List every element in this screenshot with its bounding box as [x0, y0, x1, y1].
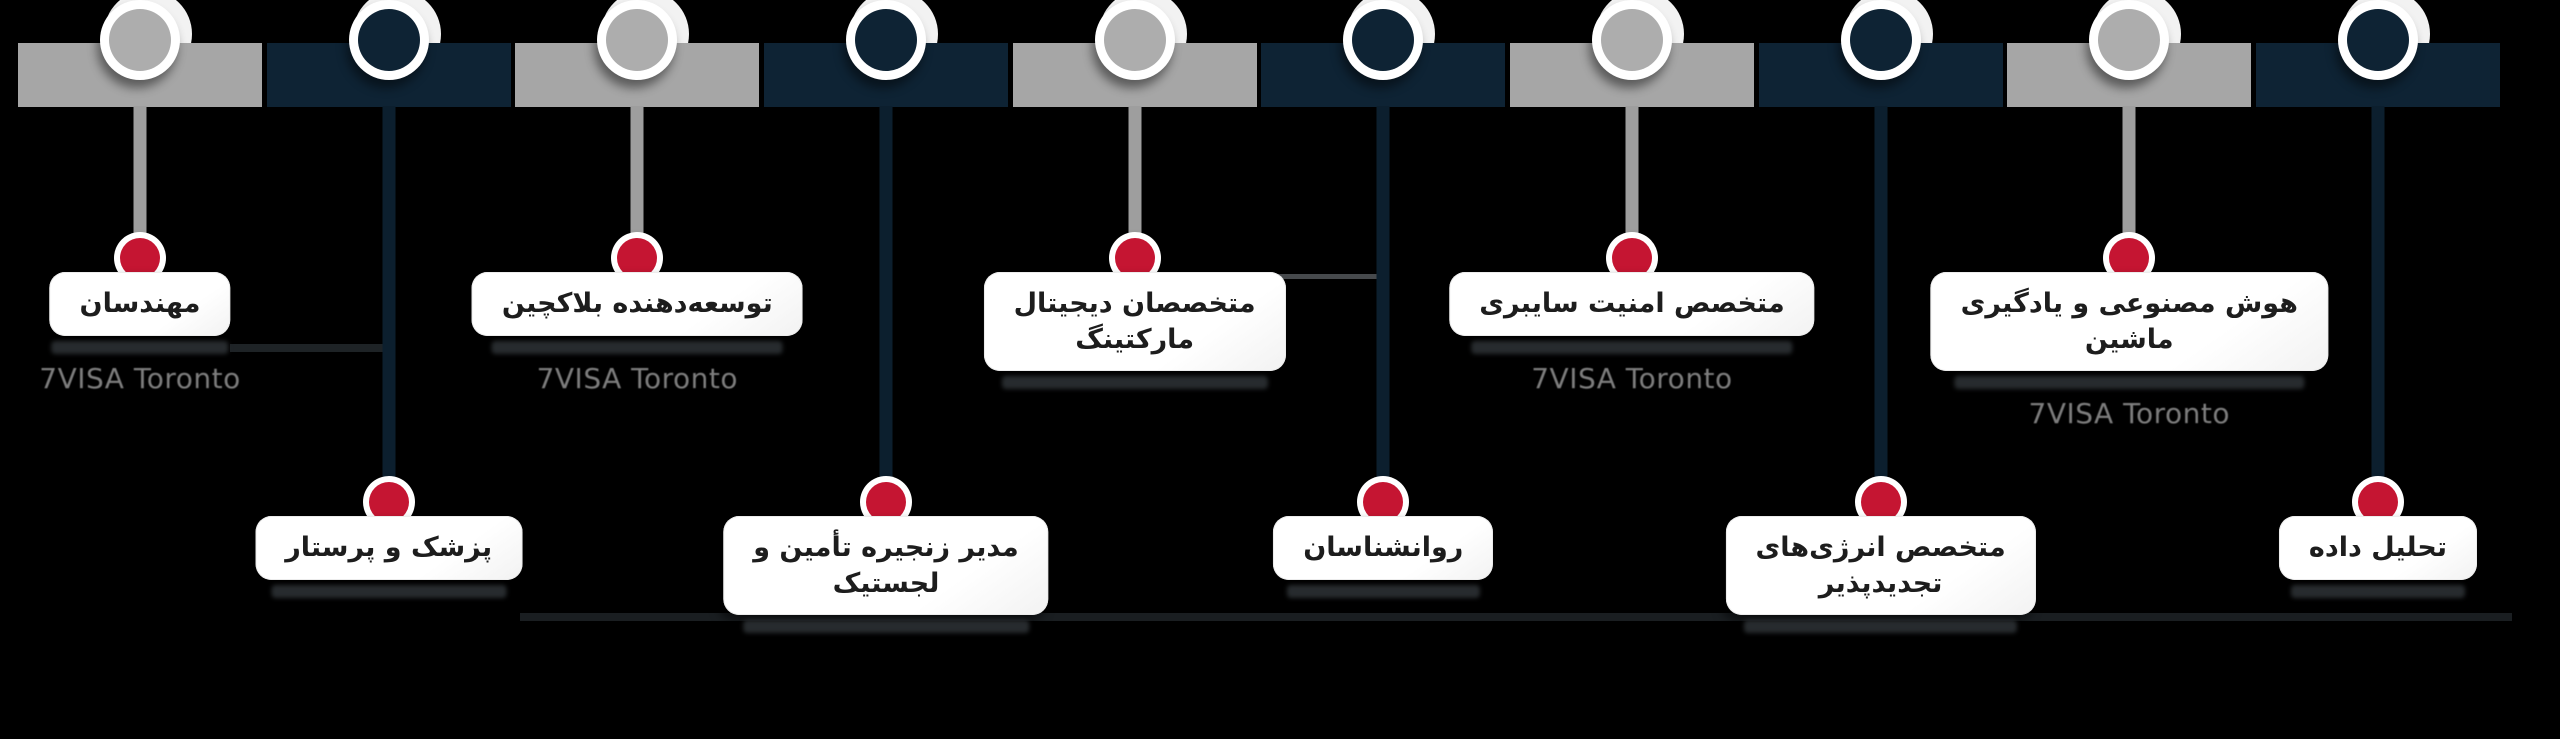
connector-line — [133, 106, 147, 236]
timeline-node-circle — [1094, 0, 1175, 80]
timeline-item: هوش مصنوعی و یادگیری ماشین 7VISA Toronto — [1930, 0, 2328, 739]
timeline-node-inner — [606, 9, 669, 71]
watermark-text: 7VISA Toronto — [536, 361, 739, 395]
job-card: روانشناسان — [1273, 516, 1494, 580]
connector-line — [1376, 106, 1390, 480]
timeline-item: روانشناسان — [1259, 0, 1507, 739]
job-card: تحلیل داده — [2278, 516, 2477, 580]
milestone-dot-inner — [617, 238, 658, 278]
connector-line — [1625, 106, 1639, 236]
timeline-node-circle — [2089, 0, 2170, 80]
timeline-item: متخصص امنیت سایبری 7VISA Toronto — [1449, 0, 1815, 739]
job-card-label: متخصص انرژی‌های تجدیدپذیر — [1755, 532, 2006, 599]
timeline-item: متخصص انرژی‌های تجدیدپذیر — [1725, 0, 2036, 739]
watermark-text: 7VISA Toronto — [2028, 397, 2230, 431]
milestone-dot-inner — [1114, 238, 1155, 278]
milestone-dot-inner — [120, 238, 160, 278]
card-shadow — [1286, 584, 1481, 598]
connector-line — [2122, 106, 2136, 236]
milestone-dot-inner — [2109, 238, 2150, 278]
timeline-node-circle — [2337, 0, 2418, 80]
milestone-dot-inner — [368, 482, 409, 522]
card-shadow — [1954, 376, 2305, 390]
card-shadow — [271, 584, 507, 598]
watermark-text: 7VISA Toronto — [1531, 361, 1733, 395]
card-column: متخصص انرژی‌های تجدیدپذیر — [1725, 516, 2036, 634]
job-card: مهندسان — [49, 272, 231, 336]
watermark-text: 7VISA Toronto — [39, 361, 241, 395]
decor-line-card5 — [1268, 274, 1388, 279]
timeline-node-circle — [845, 0, 926, 80]
job-card-label: مهندسان — [79, 288, 201, 319]
job-card-label: متخصصان دیجیتال مارکتینگ — [1013, 288, 1256, 355]
timeline-node-inner — [357, 9, 420, 71]
job-card-label: توسعه‌دهنده بلاکچین — [501, 288, 773, 319]
job-card: هوش مصنوعی و یادگیری ماشین — [1930, 272, 2328, 372]
connector-line — [1128, 106, 1142, 236]
timeline-item: تحلیل داده — [2254, 0, 2502, 739]
timeline-item: مدیر زنجیره تأمین و لجستیک — [723, 0, 1049, 739]
card-column: متخصصان دیجیتال مارکتینگ — [983, 272, 1286, 390]
timeline-item: پزشک و پرستار — [255, 0, 523, 739]
milestone-dot-inner — [2357, 482, 2398, 522]
card-column: توسعه‌دهنده بلاکچین 7VISA Toronto — [471, 272, 803, 395]
card-column: تحلیل داده — [2278, 516, 2477, 598]
timeline-node-inner — [2346, 9, 2409, 71]
job-card-label: تحلیل داده — [2308, 532, 2447, 563]
card-column: پزشک و پرستار — [255, 516, 523, 598]
job-card: پزشک و پرستار — [255, 516, 523, 580]
timeline-node-inner — [2098, 9, 2161, 71]
timeline-node-inner — [1849, 9, 1912, 71]
connector-line — [1874, 106, 1888, 480]
job-card-label: پزشک و پرستار — [285, 532, 493, 563]
job-card-label: هوش مصنوعی و یادگیری ماشین — [1960, 288, 2298, 355]
timeline-node-circle — [1840, 0, 1921, 80]
timeline-node-circle — [348, 0, 429, 80]
timeline-node-circle — [597, 0, 678, 80]
timeline-node-inner — [854, 9, 917, 71]
timeline-node-circle — [1343, 0, 1424, 80]
card-shadow — [742, 620, 1030, 634]
milestone-dot-inner — [865, 482, 906, 522]
card-shadow — [1471, 340, 1793, 354]
timeline-node-inner — [109, 9, 171, 71]
card-shadow — [1001, 376, 1268, 390]
card-column: مدیر زنجیره تأمین و لجستیک — [723, 516, 1049, 634]
milestone-dot-inner — [1363, 482, 1404, 522]
timeline-item: مهندسان 7VISA Toronto — [16, 0, 264, 739]
connector-line — [2371, 106, 2385, 480]
card-column: مهندسان 7VISA Toronto — [39, 272, 240, 395]
card-shadow — [51, 340, 229, 354]
job-card: متخصص امنیت سایبری — [1449, 272, 1815, 336]
timeline-item: متخصصان دیجیتال مارکتینگ — [983, 0, 1286, 739]
timeline-node-circle — [100, 0, 180, 80]
card-column: هوش مصنوعی و یادگیری ماشین 7VISA Toronto — [1930, 272, 2328, 431]
timeline-node-inner — [1103, 9, 1166, 71]
timeline-node-inner — [1352, 9, 1415, 71]
job-card-label: مدیر زنجیره تأمین و لجستیک — [753, 532, 1019, 599]
job-card: توسعه‌دهنده بلاکچین — [471, 272, 803, 336]
timeline-node-inner — [1600, 9, 1663, 71]
connector-line — [630, 106, 644, 236]
decor-line-upper — [230, 344, 390, 352]
job-card: متخصصان دیجیتال مارکتینگ — [983, 272, 1286, 372]
job-card-label: روانشناسان — [1303, 532, 1464, 563]
card-shadow — [491, 340, 783, 354]
job-card: متخصص انرژی‌های تجدیدپذیر — [1725, 516, 2036, 616]
milestone-dot-inner — [1860, 482, 1901, 522]
timeline-node-circle — [1591, 0, 1672, 80]
connector-line — [879, 106, 893, 480]
card-column: متخصص امنیت سایبری 7VISA Toronto — [1449, 272, 1815, 395]
decor-line-lower — [520, 613, 2512, 621]
timeline-item: توسعه‌دهنده بلاکچین 7VISA Toronto — [471, 0, 803, 739]
job-card: مدیر زنجیره تأمین و لجستیک — [723, 516, 1049, 616]
connector-line — [382, 106, 396, 480]
milestone-dot-inner — [1611, 238, 1652, 278]
job-card-label: متخصص امنیت سایبری — [1479, 288, 1785, 319]
card-shadow — [1744, 620, 2018, 634]
card-column: روانشناسان — [1273, 516, 1494, 598]
card-shadow — [2290, 584, 2466, 598]
